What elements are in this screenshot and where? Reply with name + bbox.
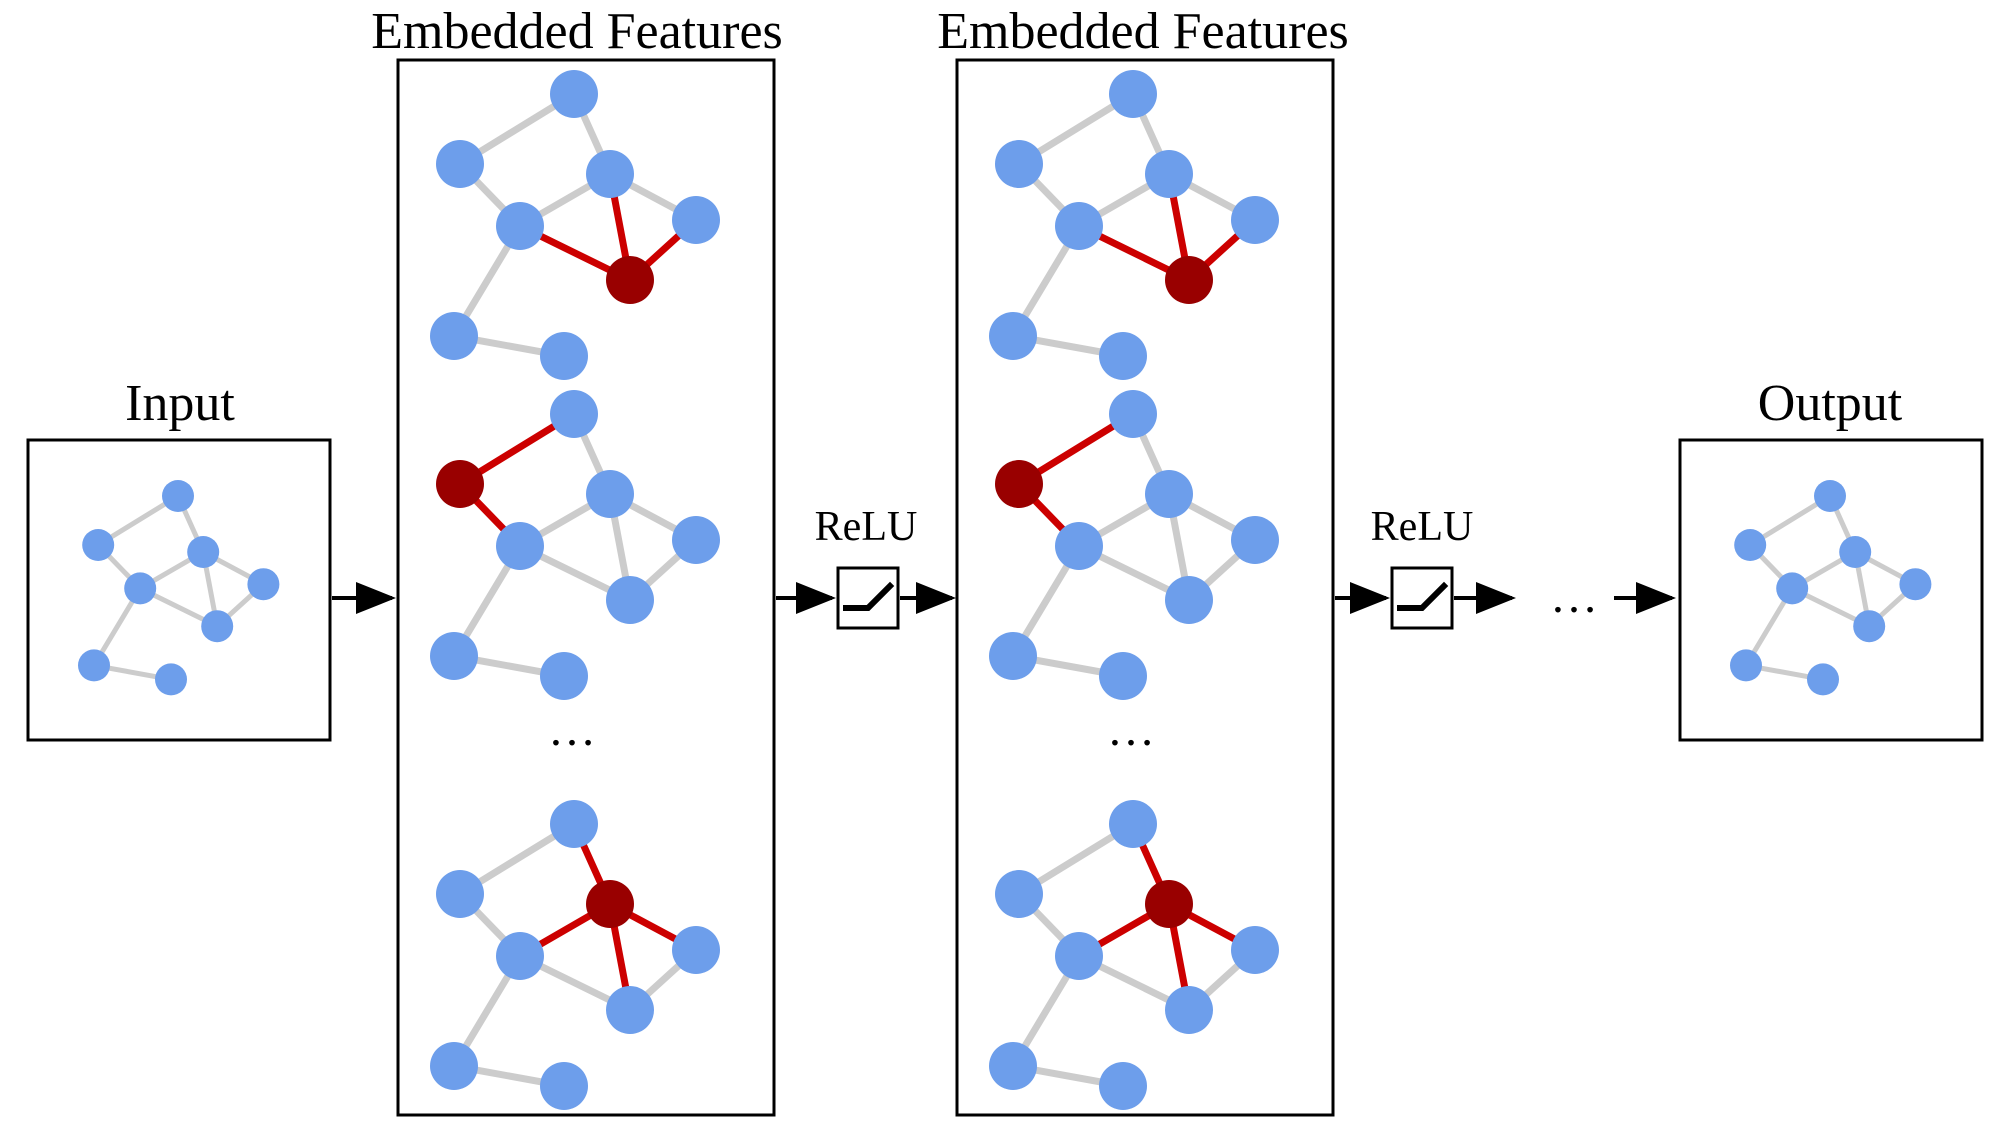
graph-node xyxy=(540,332,588,380)
graph-node xyxy=(1231,926,1279,974)
layer-2-graph-3 xyxy=(989,800,1279,1110)
graph-node xyxy=(247,568,280,601)
graph-node xyxy=(672,926,720,974)
relu-icon xyxy=(1390,566,1454,630)
relu-1: ReLU xyxy=(776,504,956,630)
graph-node xyxy=(540,652,588,700)
graph-node xyxy=(1807,663,1839,696)
highlight-node xyxy=(436,460,484,508)
layer-1-ellipsis: … xyxy=(548,703,596,756)
layer-2-graph-2 xyxy=(989,390,1279,700)
graph-node xyxy=(1109,70,1157,118)
output-block: Output xyxy=(1678,375,1984,742)
highlight-node xyxy=(606,256,654,304)
layer-1-graph-3 xyxy=(430,800,720,1110)
graph-node xyxy=(1853,610,1886,643)
graph-node xyxy=(989,312,1037,360)
graph-node xyxy=(496,202,544,250)
input-title: Input xyxy=(125,375,235,432)
graph-node xyxy=(550,70,598,118)
graph-node xyxy=(78,649,110,682)
input-block: Input xyxy=(26,375,332,742)
output-frame xyxy=(1678,438,1984,742)
graph-node xyxy=(672,516,720,564)
layer-2-ellipsis: … xyxy=(1107,703,1155,756)
graph-node xyxy=(995,870,1043,918)
layer-2-title: Embedded Features xyxy=(937,3,1349,60)
graph-node xyxy=(550,390,598,438)
graph-node xyxy=(1776,572,1809,605)
graph-node xyxy=(995,140,1043,188)
graph-node xyxy=(1730,649,1762,682)
trailing-ellipsis: … xyxy=(1550,570,1598,623)
graph-node xyxy=(1109,800,1157,848)
graph-node xyxy=(1145,470,1193,518)
highlight-node xyxy=(995,460,1043,508)
layer-2-graph-1 xyxy=(989,70,1279,380)
graph-node xyxy=(1165,576,1213,624)
layer-1-frame xyxy=(396,58,776,1117)
graph-node xyxy=(496,932,544,980)
graph-node xyxy=(430,632,478,680)
graph-node xyxy=(82,529,115,561)
graph-node xyxy=(1899,568,1932,601)
graph-node xyxy=(989,632,1037,680)
relu-icon xyxy=(836,566,900,630)
relu-2-label: ReLU xyxy=(1371,504,1474,550)
graph-node xyxy=(1099,1062,1147,1110)
graph-node xyxy=(540,1062,588,1110)
graph-node xyxy=(1839,536,1872,568)
layer-1-graph-2 xyxy=(430,390,720,700)
graph-node xyxy=(430,312,478,360)
graph-node xyxy=(1109,390,1157,438)
input-graph xyxy=(78,480,280,696)
graph-node xyxy=(436,870,484,918)
graph-node xyxy=(496,522,544,570)
graph-node xyxy=(1165,986,1213,1034)
input-frame xyxy=(26,438,332,742)
output-title: Output xyxy=(1758,375,1903,432)
layer-1-block: Embedded Features … xyxy=(371,3,783,1117)
graph-node xyxy=(586,470,634,518)
layer-2-frame xyxy=(955,58,1335,1117)
highlight-node xyxy=(586,880,634,928)
graph-node xyxy=(124,572,157,605)
graph-node xyxy=(155,663,187,696)
relu-1-label: ReLU xyxy=(815,504,918,550)
graph-node xyxy=(162,480,194,512)
graph-node xyxy=(989,1042,1037,1090)
graph-node xyxy=(606,576,654,624)
relu-2: ReLU xyxy=(1335,504,1516,630)
highlight-node xyxy=(1145,880,1193,928)
graph-node xyxy=(586,150,634,198)
layer-2-block: Embedded Features … xyxy=(937,3,1349,1117)
graph-node xyxy=(1231,196,1279,244)
graph-node xyxy=(1145,150,1193,198)
graph-node xyxy=(1814,480,1846,512)
graph-node xyxy=(1099,332,1147,380)
graph-node xyxy=(436,140,484,188)
graph-node xyxy=(187,536,220,568)
highlight-node xyxy=(1165,256,1213,304)
graph-node xyxy=(672,196,720,244)
graph-node xyxy=(430,1042,478,1090)
graph-node xyxy=(1055,202,1103,250)
graph-node xyxy=(201,610,234,643)
layer-1-title: Embedded Features xyxy=(371,3,783,60)
graph-node xyxy=(606,986,654,1034)
graph-node xyxy=(1734,529,1767,561)
graph-node xyxy=(550,800,598,848)
graph-node xyxy=(1055,932,1103,980)
layer-1-graph-1 xyxy=(430,70,720,380)
graph-node xyxy=(1099,652,1147,700)
graph-node xyxy=(1055,522,1103,570)
graph-node xyxy=(1231,516,1279,564)
output-graph xyxy=(1730,480,1932,696)
